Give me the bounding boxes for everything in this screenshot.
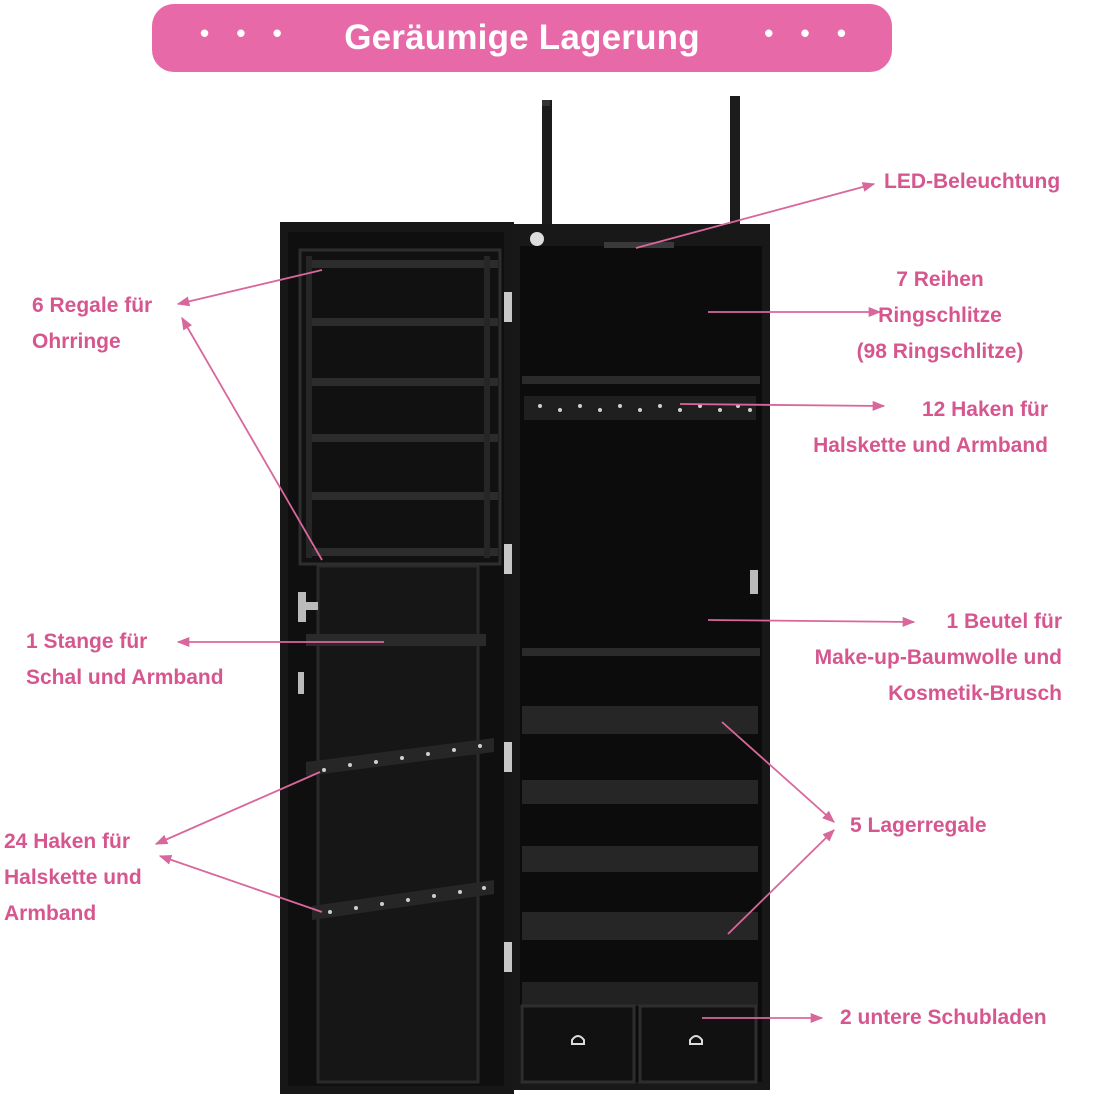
label-bottom-drawers: 2 untere Schubladen <box>840 1006 1047 1029</box>
label-scarf-rod: 1 Stange für Schal und Armband <box>26 630 224 689</box>
label-ring-slots: 7 Reihen Ringschlitze (98 Ringschlitze) <box>856 268 1024 363</box>
storage-shelves <box>522 706 758 940</box>
banner-dots-left: • • • <box>200 18 292 48</box>
title-banner: • • • Geräumige Lagerung • • • <box>152 4 892 72</box>
cabinet-key <box>750 570 758 594</box>
earring-shelves <box>312 260 498 556</box>
banner-title: Geräumige Lagerung <box>344 18 700 57</box>
hook-bar-upper <box>306 738 494 776</box>
led-strip <box>604 242 674 248</box>
led-switch <box>530 232 544 246</box>
hook-bar-lower <box>312 880 494 920</box>
left-door-panel <box>280 222 514 1094</box>
banner-dots-right: • • • <box>764 18 856 48</box>
label-cosmetic-pouch: 1 Beutel für Make-up-Baumwolle und Kosme… <box>814 610 1062 705</box>
scarf-rod <box>306 634 486 646</box>
cabinet-body <box>512 224 770 1090</box>
label-led-lighting: LED-Beleuchtung <box>884 170 1061 193</box>
callout-arrows <box>154 182 916 1024</box>
lock <box>298 672 304 694</box>
label-necklace-hooks-12: 12 Haken für Halskette und Armband <box>813 398 1048 457</box>
door-hangers <box>542 96 740 226</box>
label-necklace-hooks-24: 24 Haken für Halskette und Armband <box>4 830 142 925</box>
label-storage-shelves: 5 Lagerregale <box>850 814 987 837</box>
label-earring-shelves: 6 Regale für Ohrringe <box>32 294 153 353</box>
